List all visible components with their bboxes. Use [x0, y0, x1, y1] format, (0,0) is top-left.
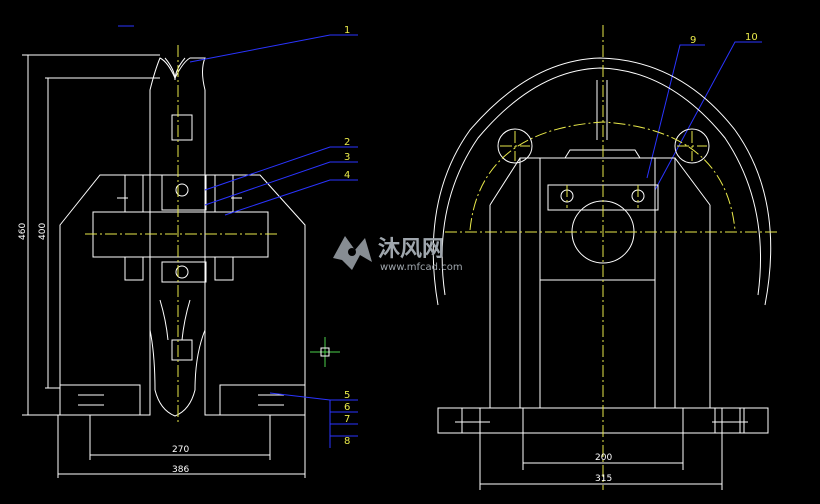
balloon-5: 5: [344, 390, 350, 401]
dim-270: 270: [172, 445, 189, 455]
balloon-8: 8: [344, 436, 350, 447]
dim-315: 315: [595, 474, 612, 484]
frame-right: [204, 174, 306, 416]
dim-200: 200: [595, 453, 612, 463]
balloon-7: 7: [344, 414, 350, 425]
crosshair-cursor: [310, 337, 340, 367]
sheave-outline: [149, 57, 206, 176]
balloon-1: 1: [344, 25, 350, 36]
leader-lines: [189, 34, 762, 448]
balloon-9: 9: [690, 35, 696, 46]
dim-386: 386: [172, 465, 189, 475]
casing-arc: [432, 57, 772, 306]
watermark-brand: 沐风网: [378, 237, 444, 262]
frame-body: [519, 157, 676, 409]
dim-400: 400: [38, 223, 48, 240]
side-view-centerlines: [85, 45, 278, 425]
frame-left: [59, 174, 151, 416]
balloon-labels: 1 2 3 4 5 6 7 8 9 10: [344, 25, 758, 447]
dimension-texts: 460 400 270 386 200 315: [18, 223, 612, 484]
balloon-2: 2: [344, 137, 350, 148]
dim-460: 460: [18, 223, 28, 240]
front-view: [432, 57, 772, 490]
balloon-10: 10: [745, 32, 758, 43]
watermark-url: www.mfcad.com: [380, 262, 463, 273]
balloon-6: 6: [344, 402, 350, 413]
balloon-3: 3: [344, 152, 350, 163]
front-view-centerlines: [445, 25, 780, 490]
watermark-logo: 沐风网 www.mfcad.com: [333, 236, 463, 273]
side-view: [22, 25, 306, 478]
balloon-4: 4: [344, 170, 350, 181]
